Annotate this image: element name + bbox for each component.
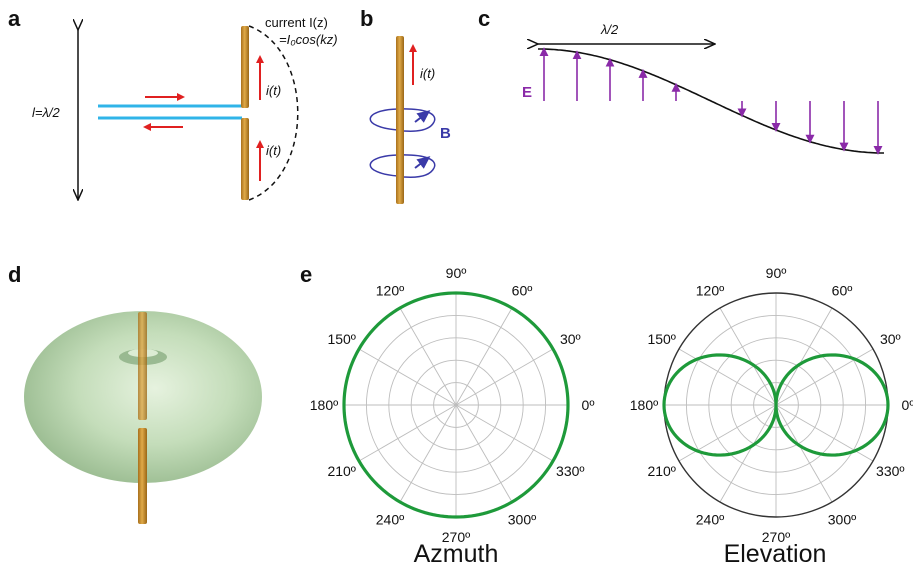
radiation-pattern-curve: [662, 353, 890, 457]
polar-angle-label: 30º: [880, 331, 901, 347]
polar-angle-label: 240º: [376, 511, 404, 527]
current-formula-line1: current I(z): [265, 15, 328, 30]
polar-angle-label: 60º: [832, 283, 853, 299]
polar-angle-label: 90º: [446, 265, 467, 281]
d-dipole-rod-bottom: [138, 428, 147, 524]
polar-angle-label: 300º: [828, 511, 856, 527]
dipole-rod-bottom: [241, 118, 249, 200]
current-formula-line2: =I₀cos(kz): [279, 32, 338, 47]
polar-angle-label: 90º: [766, 265, 787, 281]
polar-angle-label: 240º: [696, 511, 724, 527]
b-field-loop-front-bottom: [403, 167, 435, 178]
e-field-arrows: [539, 47, 883, 155]
d-dipole-rod-top: [138, 312, 147, 420]
b-field-loop-front-top: [403, 121, 435, 132]
b-field-label: B: [440, 125, 451, 142]
b-dipole-rod: [396, 36, 404, 204]
elevation-polar-plot: 0º 30º 60º 90º 120º 150º 180º 210º 240º 270º 300º 3…: [630, 265, 913, 545]
b-field-arrow-bottom: [414, 156, 431, 169]
polar-angle-label: 330º: [876, 463, 904, 479]
polar-angle-label: 150º: [647, 331, 675, 347]
polar-spoke: [455, 348, 554, 406]
e-field-wave: [538, 48, 884, 154]
b-field-arrow-top: [414, 110, 431, 123]
polar-spoke: [358, 348, 457, 406]
polar-spoke: [719, 307, 777, 406]
polar-spoke: [775, 307, 833, 406]
e-field-label: E: [522, 84, 532, 101]
polar-angle-label: 210º: [327, 463, 355, 479]
polar-spoke: [358, 404, 457, 462]
polar-angle-label: 0º: [902, 397, 913, 413]
azimuth-polar-plot: 0º 30º 60º 90º 120º 150º 180º 210º 240º 270º 300º 3…: [310, 265, 595, 545]
panel-letter-a: a: [8, 6, 21, 31]
polar-spoke: [455, 404, 513, 503]
polar-spoke: [678, 404, 777, 462]
polar-spoke: [399, 307, 457, 406]
elevation-title: Elevation: [724, 540, 827, 568]
polar-angle-label: 180º: [310, 397, 338, 413]
polar-spoke: [775, 348, 874, 406]
polar-angle-label: 210º: [647, 463, 675, 479]
panel-letter-d: d: [8, 262, 21, 287]
current-distribution-curve: [248, 25, 299, 201]
current-bottom-label: i(t): [266, 143, 281, 158]
panel-letter-e: e: [300, 262, 312, 287]
polar-angle-label: 60º: [512, 283, 533, 299]
dipole-rod-top: [241, 26, 249, 108]
polar-angle-label: 120º: [376, 283, 404, 299]
polar-angle-label: 0º: [582, 397, 595, 413]
polar-angle-label: 180º: [630, 397, 658, 413]
polar-spoke: [719, 404, 777, 503]
polar-spoke: [775, 404, 874, 462]
polar-spoke: [678, 348, 777, 406]
panel-letter-c: c: [478, 6, 490, 31]
polar-angle-label: 270º: [442, 529, 470, 545]
polar-angle-label: 120º: [696, 283, 724, 299]
polar-angle-label: 150º: [327, 331, 355, 347]
polar-spoke: [775, 404, 833, 503]
polar-spoke: [399, 404, 457, 503]
polar-spoke: [455, 404, 554, 462]
azimuth-title: Azmuth: [414, 540, 499, 568]
b-current-label: i(t): [420, 66, 435, 81]
length-label: l=λ/2: [32, 105, 60, 120]
polar-angle-label: 270º: [762, 529, 790, 545]
current-top-label: i(t): [266, 83, 281, 98]
polar-angle-label: 30º: [560, 331, 581, 347]
radiation-pattern-curve: [342, 291, 570, 519]
polar-spoke: [455, 307, 513, 406]
wavelength-label: λ/2: [600, 22, 619, 37]
polar-angle-label: 330º: [556, 463, 584, 479]
panel-letter-b: b: [360, 6, 373, 31]
polar-angle-label: 300º: [508, 511, 536, 527]
